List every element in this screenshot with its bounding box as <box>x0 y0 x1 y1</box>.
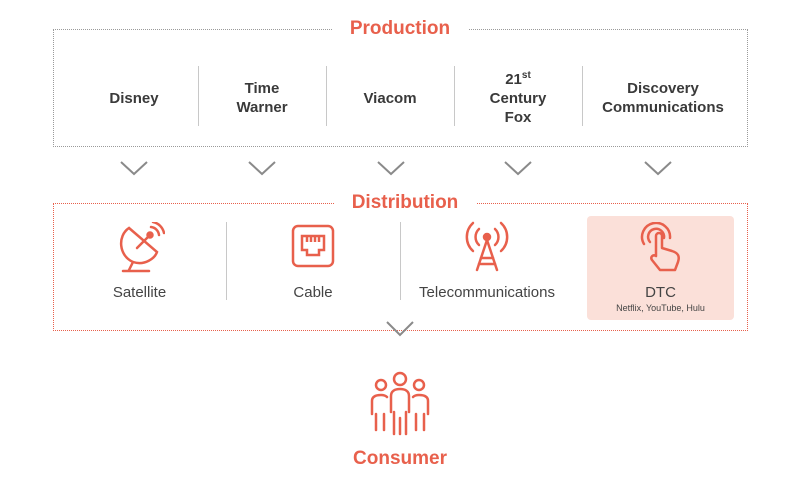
ordinal-suffix: st <box>521 69 531 81</box>
channel-cable: Cable <box>226 216 400 320</box>
company-time-warner: Time Warner <box>198 66 326 130</box>
production-title: Production <box>332 18 468 40</box>
distribution-title: Distribution <box>334 192 476 214</box>
separator <box>454 66 455 126</box>
company-name-line1: Discovery <box>627 80 699 97</box>
chevron-down-icon <box>386 321 414 337</box>
chevron-down-icon <box>248 161 276 176</box>
company-name-line2: Communications <box>602 99 724 116</box>
chevron-down-icon <box>377 161 405 176</box>
channel-telecommunications: Telecommunications <box>400 216 574 320</box>
channel-satellite: Satellite <box>53 216 226 320</box>
company-21st-century-fox: 21st Century Fox <box>454 64 582 128</box>
chevron-down-icon <box>120 161 148 176</box>
company-name-line1: Time <box>244 80 280 97</box>
company-name: Viacom <box>363 89 417 107</box>
company-disney: Disney <box>70 66 198 130</box>
channel-label: Cable <box>293 284 333 301</box>
people-group-icon <box>370 371 430 436</box>
channel-label: Telecommunications <box>419 284 555 301</box>
channel-dtc: DTC Netflix, YouTube, Hulu <box>587 216 734 320</box>
company-discovery: Discovery Communications <box>582 66 744 130</box>
consumer-label: Consumer <box>353 448 447 469</box>
chevron-down-icon <box>644 161 672 176</box>
touch-hand-icon <box>640 222 680 272</box>
company-name-line2: Warner <box>236 99 288 116</box>
separator <box>326 66 327 126</box>
chevron-down-icon <box>504 161 532 176</box>
company-name-line1: 21 <box>505 70 522 88</box>
company-name-line2: Century <box>489 89 547 107</box>
antenna-tower-icon <box>465 221 509 272</box>
company-viacom: Viacom <box>326 66 454 130</box>
separator <box>198 66 199 126</box>
company-name-line3: Fox <box>504 108 532 126</box>
ethernet-port-icon <box>291 224 335 268</box>
separator <box>582 66 583 126</box>
channel-sublabel: Netflix, YouTube, Hulu <box>616 303 705 313</box>
satellite-dish-icon <box>120 222 165 273</box>
separator <box>400 222 401 300</box>
separator <box>226 222 227 300</box>
company-name: Disney <box>109 89 159 107</box>
channel-label: Satellite <box>112 284 167 301</box>
channel-label: DTC <box>645 284 676 301</box>
